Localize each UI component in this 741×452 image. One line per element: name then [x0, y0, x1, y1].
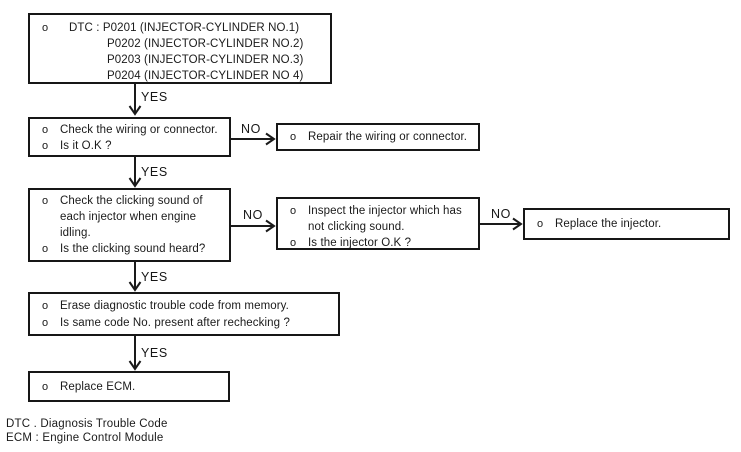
arrow-yes-4 — [128, 336, 142, 371]
label-no-1: NO — [241, 122, 261, 136]
item-bullet: o — [290, 131, 297, 143]
repair-wiring-text: Repair the wiring or connector. — [308, 131, 468, 143]
item-bullet: o — [42, 243, 49, 255]
dtc-code-line-2: P0202 (INJECTOR-CYLINDER NO.2) — [107, 38, 304, 50]
box-item: o Is same code No. present after recheck… — [30, 315, 338, 332]
label-no-3: NO — [491, 207, 511, 221]
arrow-yes-3 — [128, 262, 142, 292]
sound-heard-text: Is the clicking sound heard? — [60, 243, 206, 255]
footnote-ecm: ECM : Engine Control Module — [6, 432, 164, 444]
arrow-no-1 — [231, 132, 276, 146]
check-clicking-text: Check the clicking sound of each injecto… — [60, 195, 203, 239]
dtc-codes-box: o DTC : P0201 (INJECTOR-CYLINDER NO.1) P… — [28, 13, 332, 84]
box-item: o Repair the wiring or connector. — [278, 129, 478, 145]
item-bullet: o — [42, 195, 49, 207]
box-item: o Is it O.K ? — [30, 138, 229, 154]
same-code-text: Is same code No. present after recheckin… — [60, 317, 290, 329]
box-item: o Is the injector O.K ? — [278, 235, 478, 251]
erase-code-text: Erase diagnostic trouble code from memor… — [60, 300, 289, 312]
inspect-injector-box: o Inspect the injector which has not cli… — [276, 197, 480, 250]
item-bullet: o — [42, 22, 49, 34]
box-item: o Check the clicking sound of each injec… — [30, 193, 229, 241]
replace-ecm-text: Replace ECM. — [60, 380, 136, 393]
box-item: o Replace the injector. — [525, 216, 728, 232]
check-wiring-box: o Check the wiring or connector. o Is it… — [28, 117, 231, 157]
item-bullet: o — [42, 124, 49, 136]
box-item: o Replace ECM. — [30, 379, 228, 395]
item-bullet: o — [42, 140, 49, 152]
arrow-no-3 — [480, 217, 523, 231]
replace-injector-text: Replace the injector. — [555, 218, 662, 230]
item-bullet: o — [42, 317, 49, 329]
dtc-code-line-1: DTC : P0201 (INJECTOR-CYLINDER NO.1) — [69, 22, 300, 34]
label-yes-3: YES — [141, 270, 168, 284]
item-bullet: o — [537, 218, 544, 230]
box-item: o Is the clicking sound heard? — [30, 241, 229, 257]
dtc-code-line-3: P0203 (INJECTOR-CYLINDER NO.3) — [107, 54, 304, 66]
is-it-ok-text: Is it O.K ? — [60, 140, 112, 152]
item-bullet: o — [290, 237, 297, 249]
inspect-injector-text: Inspect the injector which has not click… — [308, 205, 462, 233]
item-bullet: o — [42, 300, 49, 312]
box-item: o Erase diagnostic trouble code from mem… — [30, 298, 338, 315]
box-item: o Inspect the injector which has not cli… — [278, 203, 478, 235]
dtc-code-line-4: P0204 (INJECTOR-CYLINDER NO 4) — [107, 70, 304, 82]
dtc-line-row: o DTC : P0201 (INJECTOR-CYLINDER NO.1) — [30, 20, 330, 36]
arrow-yes-1 — [128, 84, 142, 116]
check-wiring-text: Check the wiring or connector. — [60, 124, 218, 136]
check-clicking-box: o Check the clicking sound of each injec… — [28, 188, 231, 262]
label-yes-2: YES — [141, 165, 168, 179]
arrow-yes-2 — [128, 157, 142, 188]
item-bullet: o — [290, 205, 297, 217]
label-yes-1: YES — [141, 90, 168, 104]
label-no-2: NO — [243, 208, 263, 222]
box-item: o Check the wiring or connector. — [30, 122, 229, 138]
replace-ecm-box: o Replace ECM. — [28, 371, 230, 402]
item-bullet: o — [42, 380, 49, 393]
footnote-dtc: DTC . Diagnosis Trouble Code — [6, 418, 168, 430]
repair-wiring-box: o Repair the wiring or connector. — [276, 123, 480, 151]
arrow-no-2 — [231, 219, 276, 233]
label-yes-4: YES — [141, 346, 168, 360]
replace-injector-box: o Replace the injector. — [523, 208, 730, 240]
erase-code-box: o Erase diagnostic trouble code from mem… — [28, 292, 340, 336]
injector-ok-text: Is the injector O.K ? — [308, 237, 412, 249]
